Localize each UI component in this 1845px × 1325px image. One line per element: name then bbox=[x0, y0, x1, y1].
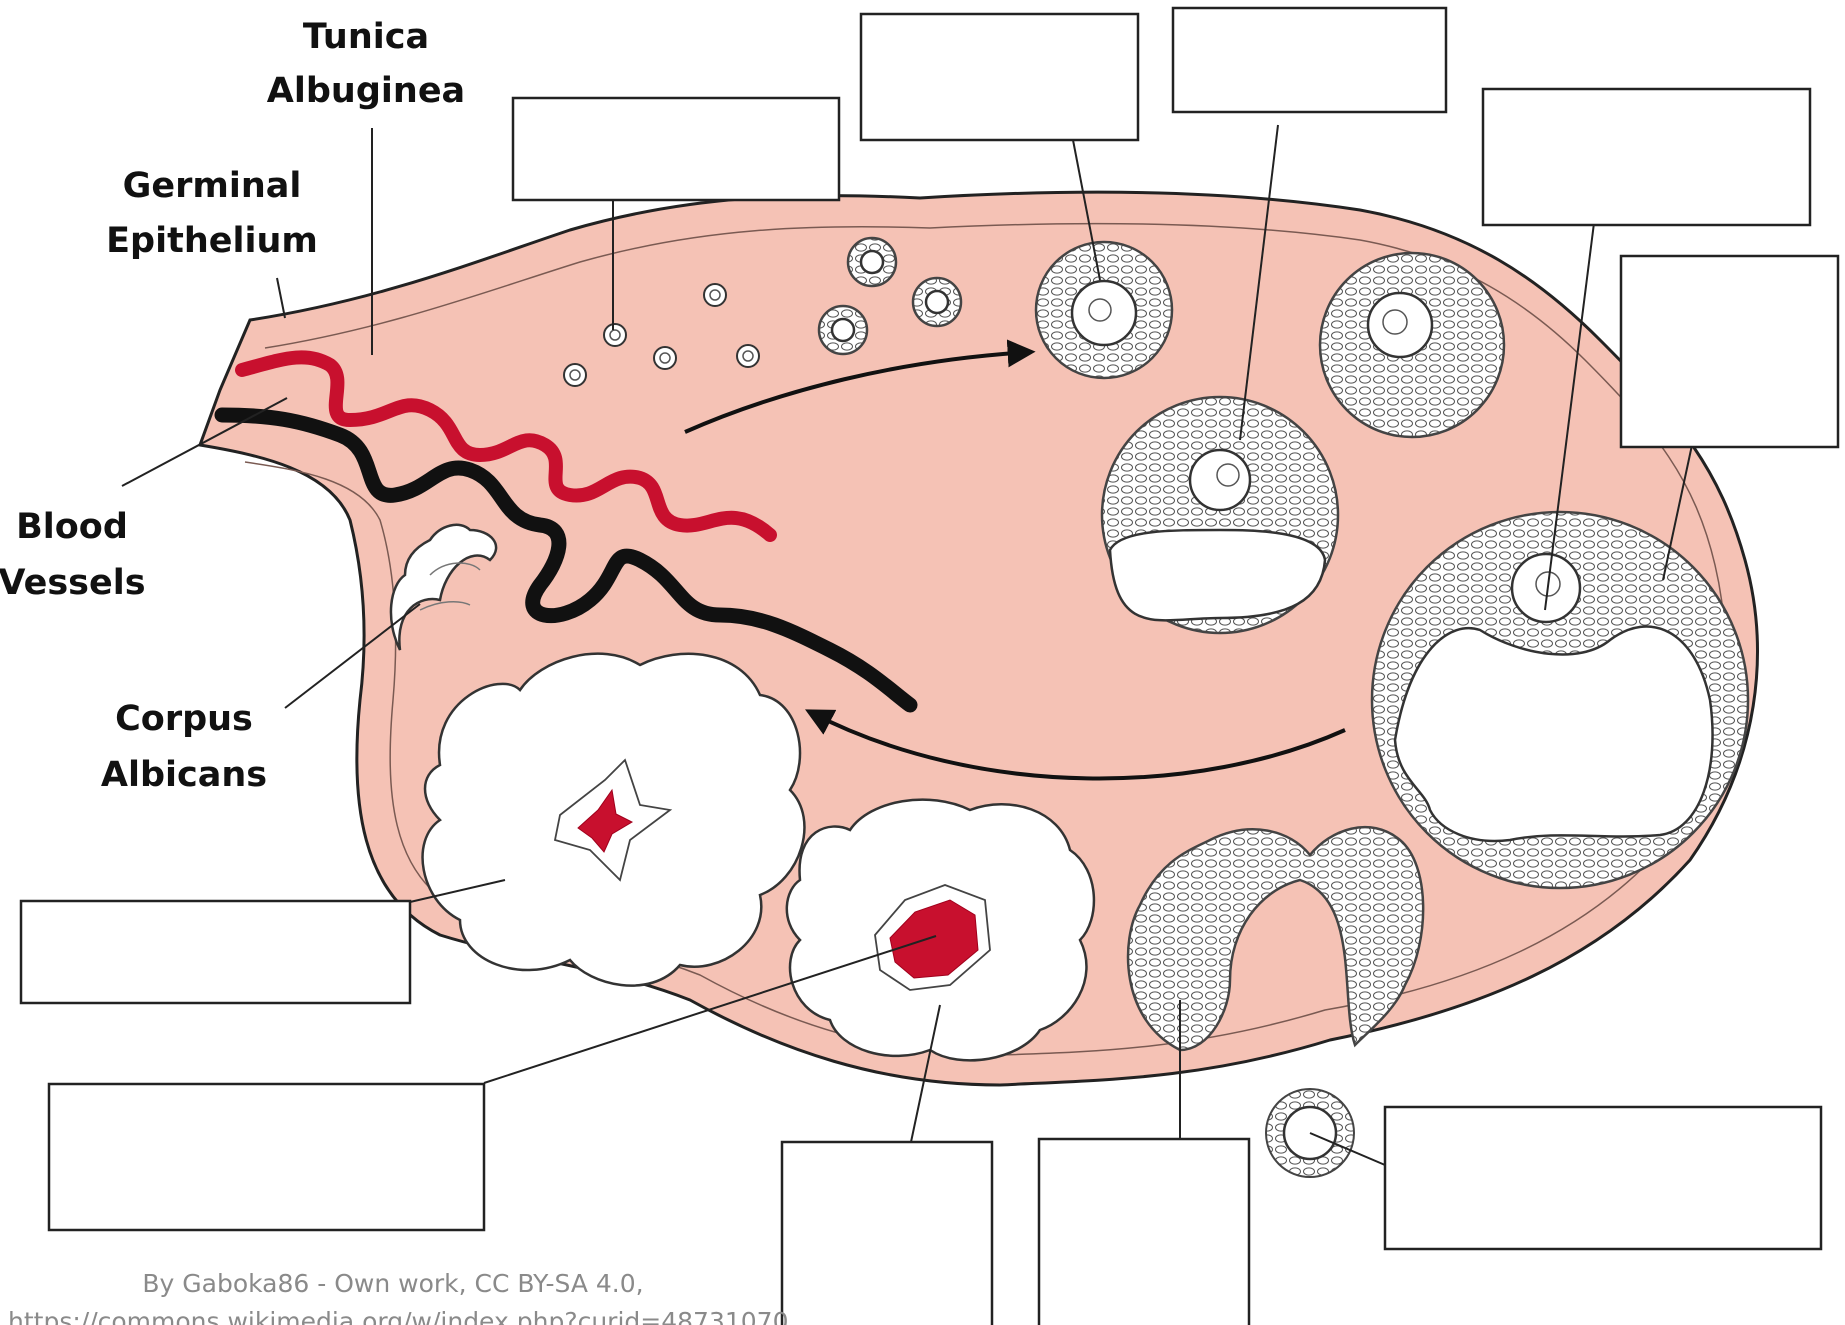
corpus-albicans-label-2: Albicans bbox=[101, 755, 267, 795]
blank-box-mature-follicle[interactable] bbox=[1483, 89, 1810, 225]
blank-box-corpus-luteum[interactable] bbox=[21, 901, 410, 1003]
blank-box-secondary-follicle[interactable] bbox=[1173, 8, 1446, 112]
tunica-albuginea-label-2: Albuginea bbox=[267, 71, 465, 111]
tunica-albuginea-label: Tunica bbox=[303, 17, 429, 57]
secondary-follicle bbox=[1320, 253, 1504, 437]
antral-follicle bbox=[1102, 397, 1338, 633]
blank-box-ovulated-oocyte[interactable] bbox=[1385, 1107, 1821, 1249]
blank-box-corpus-hemorrhagicum[interactable] bbox=[782, 1142, 992, 1325]
corpus-luteum bbox=[423, 654, 805, 986]
blood-vessels-label-2: Vessels bbox=[0, 563, 146, 603]
blood-vessels-label: Blood bbox=[16, 507, 128, 547]
germinal-epithelium-label: Germinal bbox=[123, 166, 302, 206]
mature-follicle bbox=[1372, 512, 1748, 888]
germinal-leader-line bbox=[277, 278, 285, 318]
corpus-albicans-label: Corpus bbox=[115, 699, 253, 739]
corpus-hemorrhagicum bbox=[787, 800, 1094, 1061]
credit-line-2: https://commons.wikimedia.org/w/index.ph… bbox=[8, 1307, 788, 1325]
blank-box-ruptured-follicle[interactable] bbox=[1039, 1139, 1249, 1325]
blank-box-primary-follicle[interactable] bbox=[861, 14, 1138, 140]
blank-box-blood-clot[interactable] bbox=[49, 1084, 484, 1230]
blank-box-primordial-follicle[interactable] bbox=[513, 98, 839, 200]
germinal-epithelium-label-2: Epithelium bbox=[106, 221, 318, 261]
blank-box-follicle-antrum[interactable] bbox=[1621, 256, 1838, 447]
primary-follicle bbox=[1036, 242, 1172, 378]
credit-line-1: By Gaboka86 - Own work, CC BY-SA 4.0, bbox=[142, 1269, 643, 1298]
